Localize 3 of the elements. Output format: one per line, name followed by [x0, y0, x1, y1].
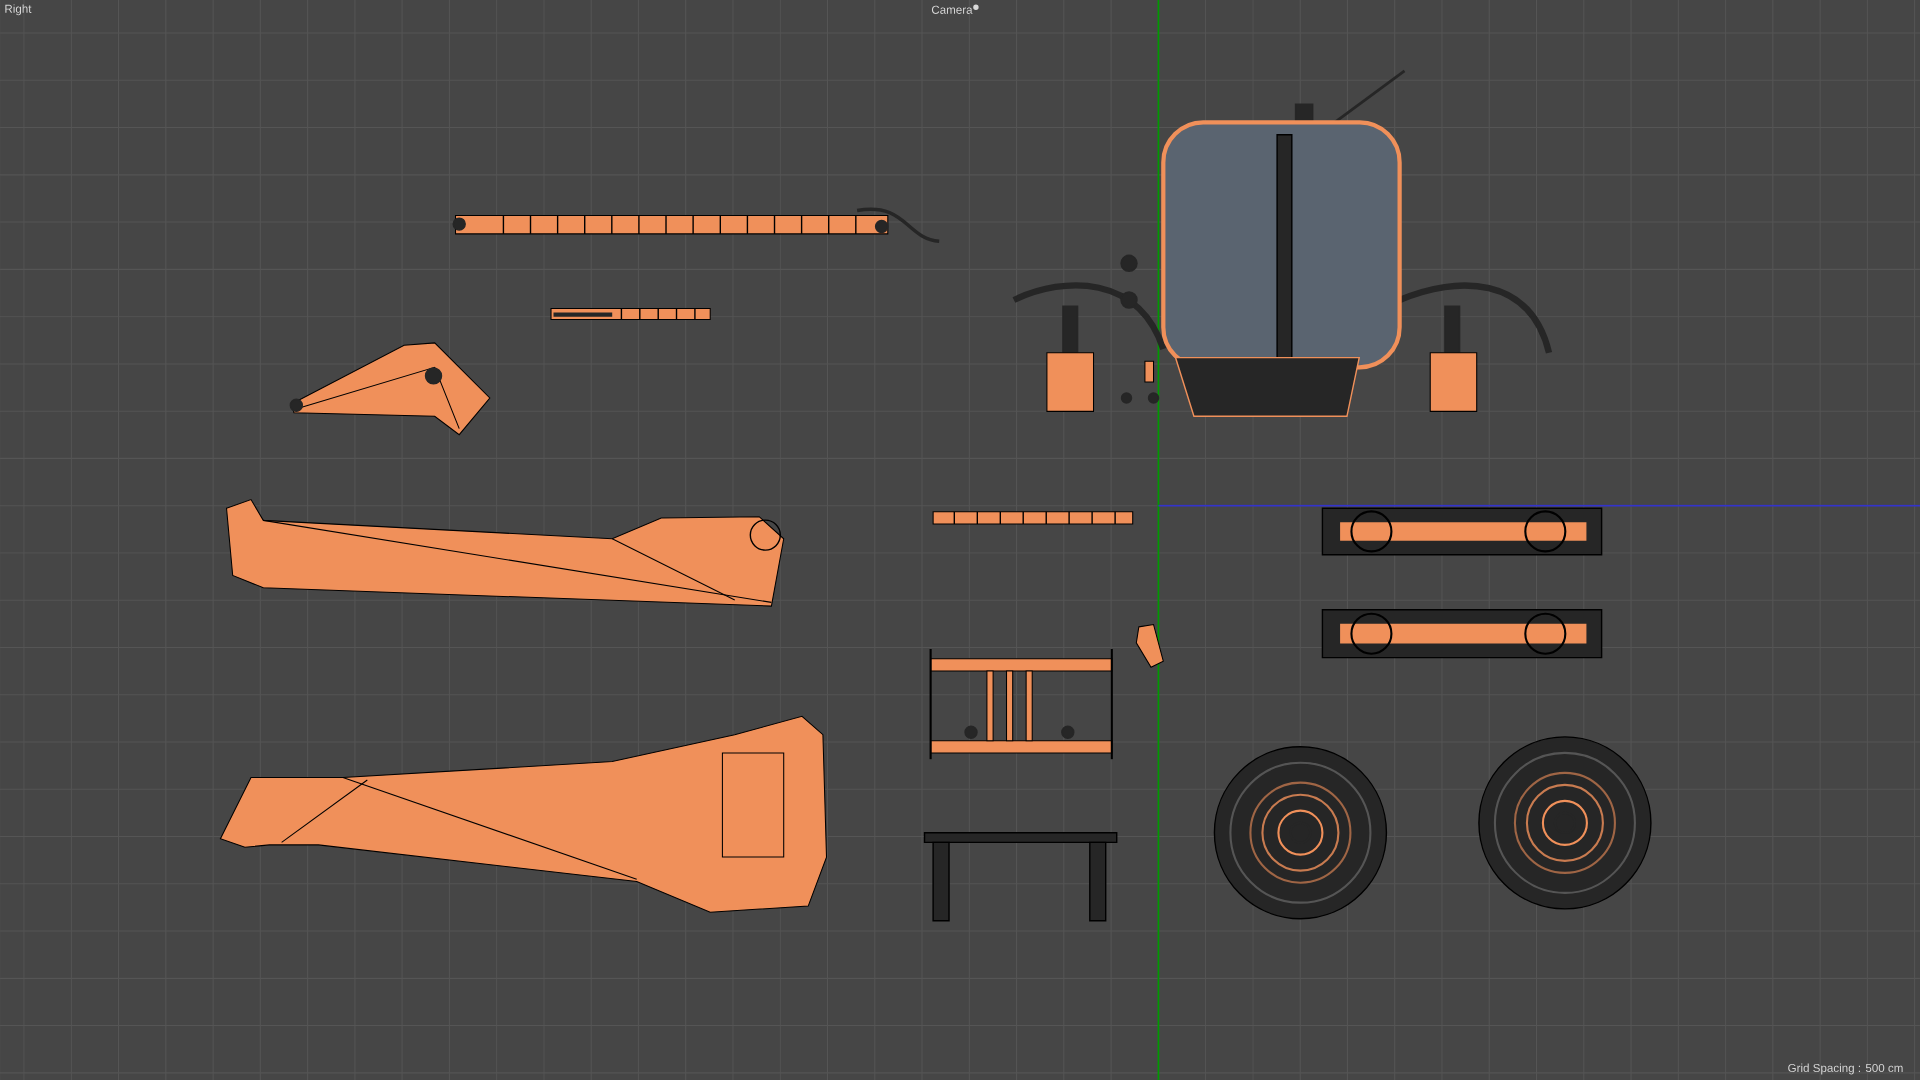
- viewport-label: Camera: [931, 5, 973, 14]
- viewport-label: Grid Spacing : 500 cm: [1788, 1063, 1903, 1075]
- viewport-label: Right: [5, 4, 32, 16]
